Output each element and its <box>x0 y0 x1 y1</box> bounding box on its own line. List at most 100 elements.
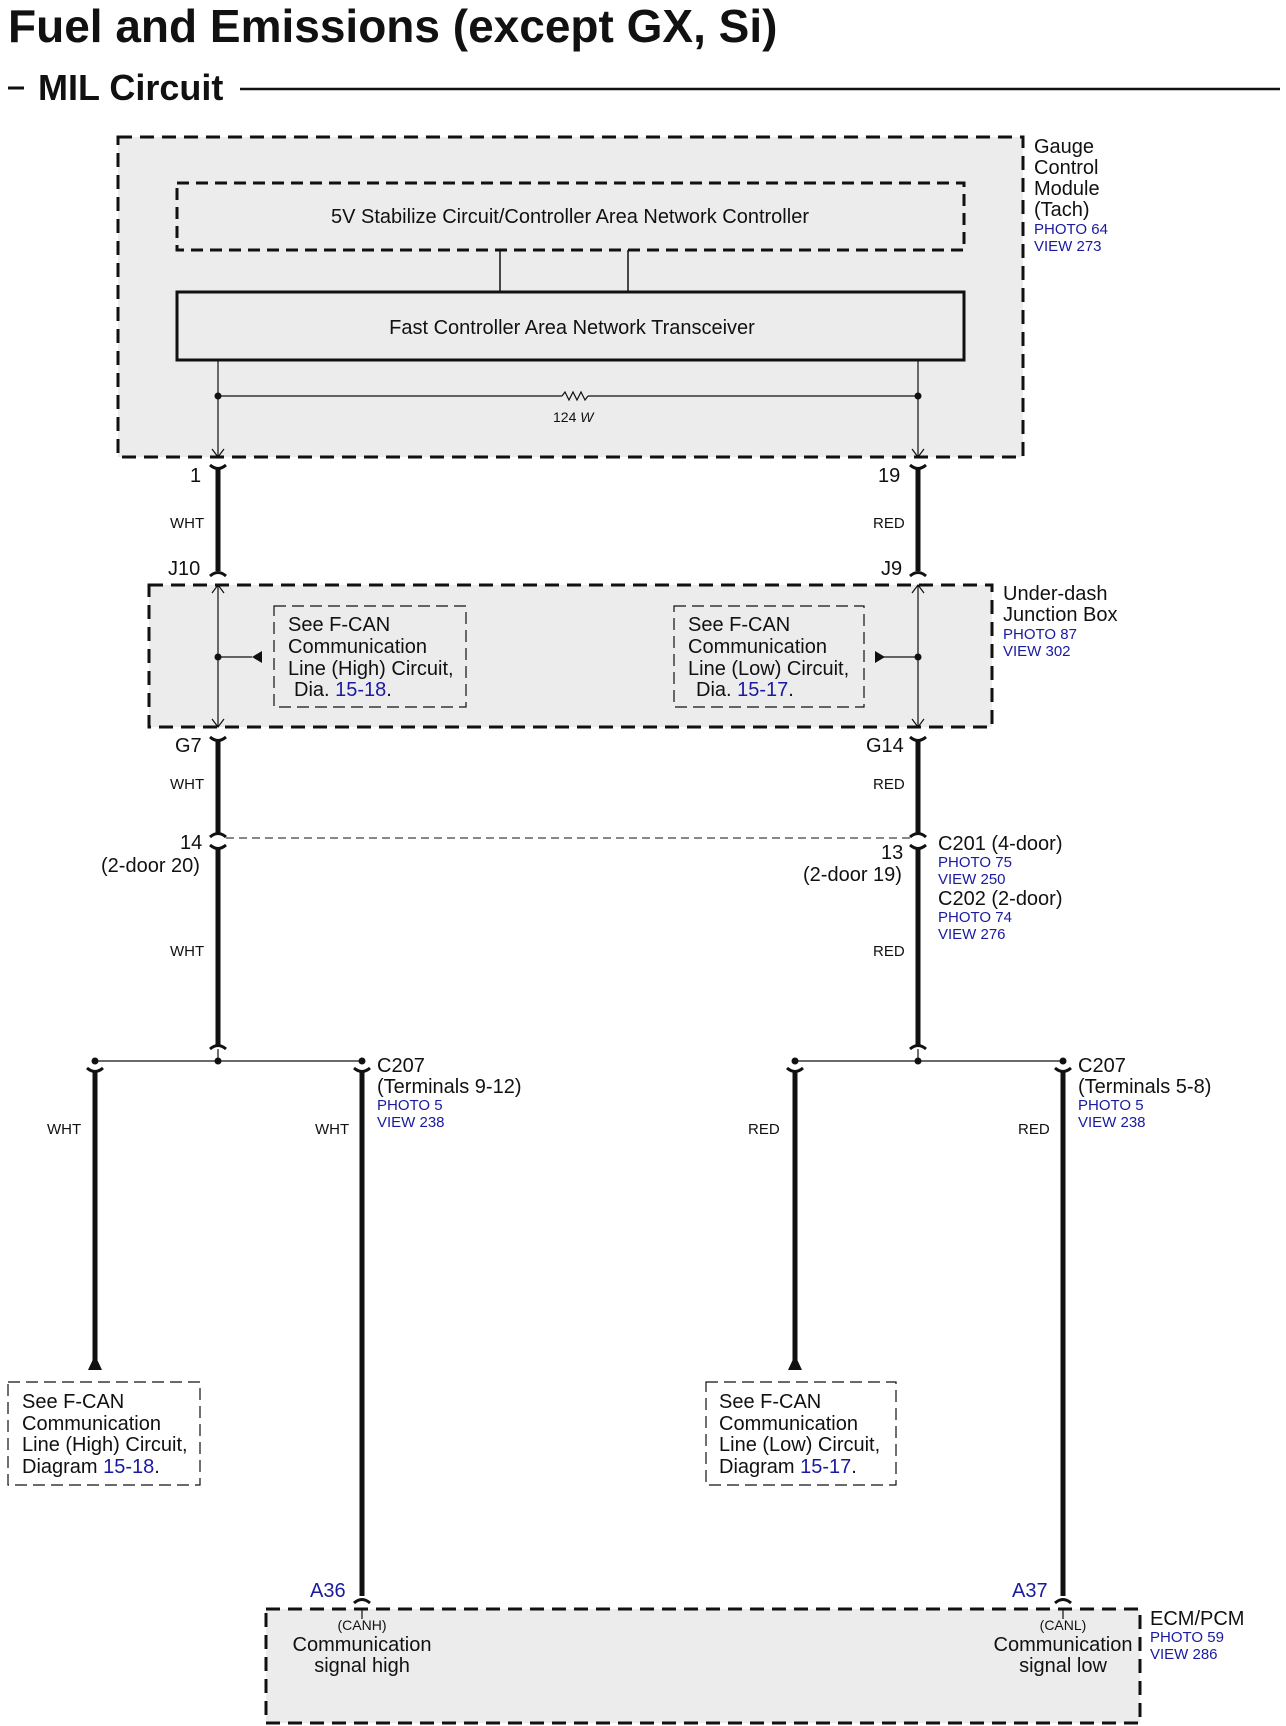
wire-color-wht: WHT <box>47 1121 81 1138</box>
c207-right-view-ref[interactable]: VIEW 238 <box>1078 1114 1146 1131</box>
arrow-terminal <box>211 448 225 458</box>
splice-terminal-left <box>209 1044 227 1051</box>
bottom-ref-low-line-2: Communication <box>719 1413 858 1435</box>
transceiver-label: Fast Controller Area Network Transceiver <box>389 317 755 339</box>
arrow-right <box>875 651 885 663</box>
ref-high-diagram[interactable]: Dia. 15-18. <box>294 679 392 701</box>
gauge-module-view-ref[interactable]: VIEW 273 <box>1034 238 1102 255</box>
gauge-module-photo-ref[interactable]: PHOTO 64 <box>1034 221 1108 238</box>
junction-box-photo-ref[interactable]: PHOTO 87 <box>1003 626 1077 643</box>
ref-low-line-1: See F-CAN <box>688 614 790 636</box>
bottom-ref-low-diagram[interactable]: Diagram 15-17. <box>719 1456 857 1478</box>
c201-view-ref[interactable]: VIEW 250 <box>938 871 1006 888</box>
c207-left-view-ref[interactable]: VIEW 238 <box>377 1114 445 1131</box>
arrow-left <box>252 651 262 663</box>
c202-view-ref[interactable]: VIEW 276 <box>938 926 1006 943</box>
bottom-ref-high-line-2: Communication <box>22 1413 161 1435</box>
canl-label-1: Communication <box>994 1634 1133 1656</box>
canh-label-2: signal high <box>314 1655 410 1677</box>
pin-14: 14 <box>180 832 202 854</box>
connector-terminal-j10 <box>209 571 227 578</box>
junction-box-name-1: Under-dash <box>1003 583 1108 605</box>
canl-label-2: signal low <box>1019 1655 1107 1677</box>
connector-c201-bottom-right <box>909 843 927 850</box>
arrow-up <box>788 1355 802 1370</box>
canl-tag: (CANL) <box>1040 1617 1087 1633</box>
transceiver-box <box>175 290 966 362</box>
wire-color-wht: WHT <box>315 1121 349 1138</box>
pin-g7: G7 <box>175 735 202 757</box>
bottom-ref-low-line-3: Line (Low) Circuit, <box>719 1434 880 1456</box>
pin-j10: J10 <box>168 558 200 580</box>
c201-photo-ref[interactable]: PHOTO 75 <box>938 854 1012 871</box>
bottom-ref-high-diagram[interactable]: Diagram 15-18. <box>22 1456 160 1478</box>
ref-box-low <box>673 605 865 708</box>
junction-dot <box>1059 1057 1067 1065</box>
bottom-ref-box-high <box>7 1381 201 1486</box>
ecm-photo-ref[interactable]: PHOTO 59 <box>1150 1629 1224 1646</box>
ref-low-diagram[interactable]: Dia. 15-17. <box>696 679 794 701</box>
junction-dot <box>914 392 922 400</box>
page-title: Fuel and Emissions (except GX, Si) <box>8 0 777 52</box>
resistor-value: 124 W <box>553 409 595 425</box>
junction-dot <box>791 1057 799 1065</box>
c207-left-terminals: (Terminals 9-12) <box>377 1076 521 1098</box>
connector-terminal-g14 <box>909 735 927 742</box>
c207-left-photo-ref[interactable]: PHOTO 5 <box>377 1097 443 1114</box>
wire-color-red: RED <box>873 776 905 793</box>
connector-terminal-1 <box>209 463 227 470</box>
c207-left-label: C207 <box>377 1055 425 1077</box>
bottom-ref-low-line-1: See F-CAN <box>719 1391 821 1413</box>
ref-box-high <box>273 605 467 708</box>
pin-a37: A37 <box>1012 1580 1048 1602</box>
junction-box-name-2: Junction Box <box>1003 604 1118 626</box>
gauge-module-name-2: Control <box>1034 157 1098 179</box>
section-subtitle: MIL Circuit <box>38 67 223 108</box>
c201-label: C201 (4-door) <box>938 833 1063 855</box>
connector-c201-top-right <box>909 832 927 839</box>
arrow-terminal <box>911 448 925 458</box>
wire-color-red: RED <box>1018 1121 1050 1138</box>
ecm-name: ECM/PCM <box>1150 1608 1244 1630</box>
pin-g14: G14 <box>866 735 904 757</box>
wire-color-wht: WHT <box>170 515 204 532</box>
wire-color-wht: WHT <box>170 943 204 960</box>
bottom-ref-high-line-3: Line (High) Circuit, <box>22 1434 188 1456</box>
c207-terminal <box>786 1066 804 1073</box>
ref-low-line-2: Communication <box>688 636 827 658</box>
canh-label-1: Communication <box>293 1634 432 1656</box>
junction-dot <box>358 1057 366 1065</box>
ref-high-line-1: See F-CAN <box>288 614 390 636</box>
resistor-symbol <box>561 390 589 402</box>
ecm-view-ref[interactable]: VIEW 286 <box>1150 1646 1218 1663</box>
junction-dot <box>214 392 222 400</box>
gauge-module-name-1: Gauge <box>1034 136 1094 158</box>
stabilize-circuit-box <box>175 181 966 252</box>
ecm-terminal-a37 <box>1054 1598 1072 1605</box>
stabilize-circuit-label: 5V Stabilize Circuit/Controller Area Net… <box>331 206 809 228</box>
c202-photo-ref[interactable]: PHOTO 74 <box>938 909 1012 926</box>
c207-right-photo-ref[interactable]: PHOTO 5 <box>1078 1097 1144 1114</box>
c207-right-terminals: (Terminals 5-8) <box>1078 1076 1211 1098</box>
junction-dot <box>91 1057 99 1065</box>
arrow-up <box>88 1355 102 1370</box>
connector-terminal-19 <box>909 463 927 470</box>
c207-terminal <box>353 1066 371 1073</box>
connector-terminal-j9 <box>909 571 927 578</box>
canh-tag: (CANH) <box>338 1617 387 1633</box>
wire-color-red: RED <box>873 943 905 960</box>
pin-1: 1 <box>190 465 201 487</box>
connector-terminal-g7 <box>209 735 227 742</box>
pin-19: 19 <box>878 465 900 487</box>
wire-color-wht: WHT <box>170 776 204 793</box>
junction-box-view-ref[interactable]: VIEW 302 <box>1003 643 1071 660</box>
arrow-terminal <box>211 584 225 594</box>
pin-13: 13 <box>881 842 903 864</box>
pin-a36: A36 <box>310 1580 346 1602</box>
ref-low-line-3: Line (Low) Circuit, <box>688 658 849 680</box>
arrow-terminal <box>211 718 225 728</box>
pin-14-alt: (2-door 20) <box>101 855 200 877</box>
gauge-module-name-4: (Tach) <box>1034 199 1090 221</box>
c207-terminal <box>86 1066 104 1073</box>
